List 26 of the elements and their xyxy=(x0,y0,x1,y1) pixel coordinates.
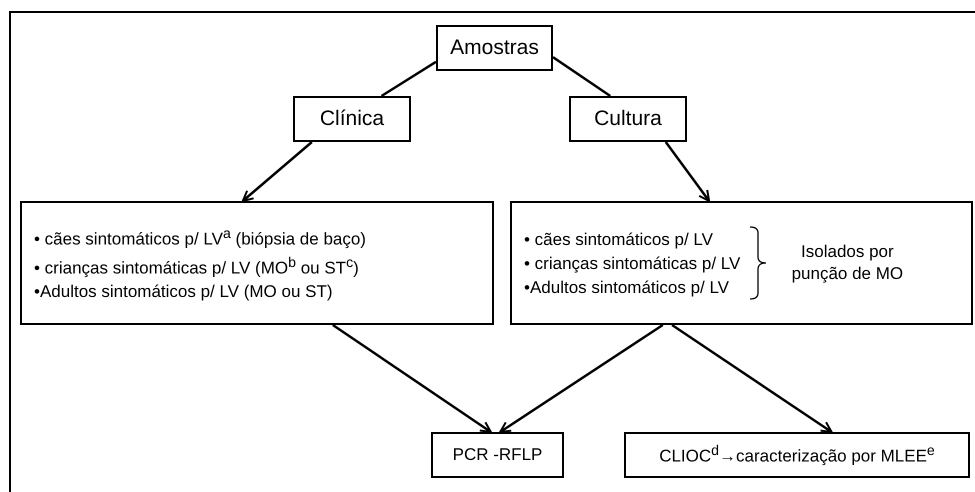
process-box xyxy=(436,25,553,71)
bullet-item: •Adultos sintomáticos p/ LV (MO ou ST) xyxy=(34,281,334,302)
connector-line xyxy=(380,60,437,98)
box-text: Amostras xyxy=(450,36,539,60)
bullet-item: •Adultos sintomáticos p/ LV xyxy=(524,276,730,298)
process-box xyxy=(431,432,564,478)
bullet-item: • crianças sintomáticas p/ LV xyxy=(524,252,740,274)
arrow xyxy=(664,141,710,202)
box-text: Clínica xyxy=(320,107,384,131)
box-text: CLIOC$^{d}$→caracterização por MLEE$^{e}$ xyxy=(659,443,935,467)
process-box xyxy=(293,96,411,142)
box-text: PCR -RFLP xyxy=(452,445,542,465)
arrow xyxy=(242,141,313,202)
process-box xyxy=(510,201,973,325)
side-note: Isolados por punção de MO xyxy=(790,241,904,285)
connector-line xyxy=(552,56,611,98)
process-box xyxy=(20,201,494,325)
process-box xyxy=(569,96,687,142)
arrow xyxy=(499,324,664,434)
arrow xyxy=(671,324,833,434)
process-box xyxy=(624,432,970,478)
bullet-item: • crianças sintomáticas p/ LV (MO$^{b}$ ou ST$^{c}$) xyxy=(34,254,360,278)
bullet-item: • cães sintomáticos p/ LV$^{a}$ (biópsia de baço) xyxy=(34,224,366,250)
bullet-item: • cães sintomáticos p/ LV xyxy=(524,228,714,250)
arrow xyxy=(332,324,492,434)
box-text: Cultura xyxy=(594,107,662,131)
